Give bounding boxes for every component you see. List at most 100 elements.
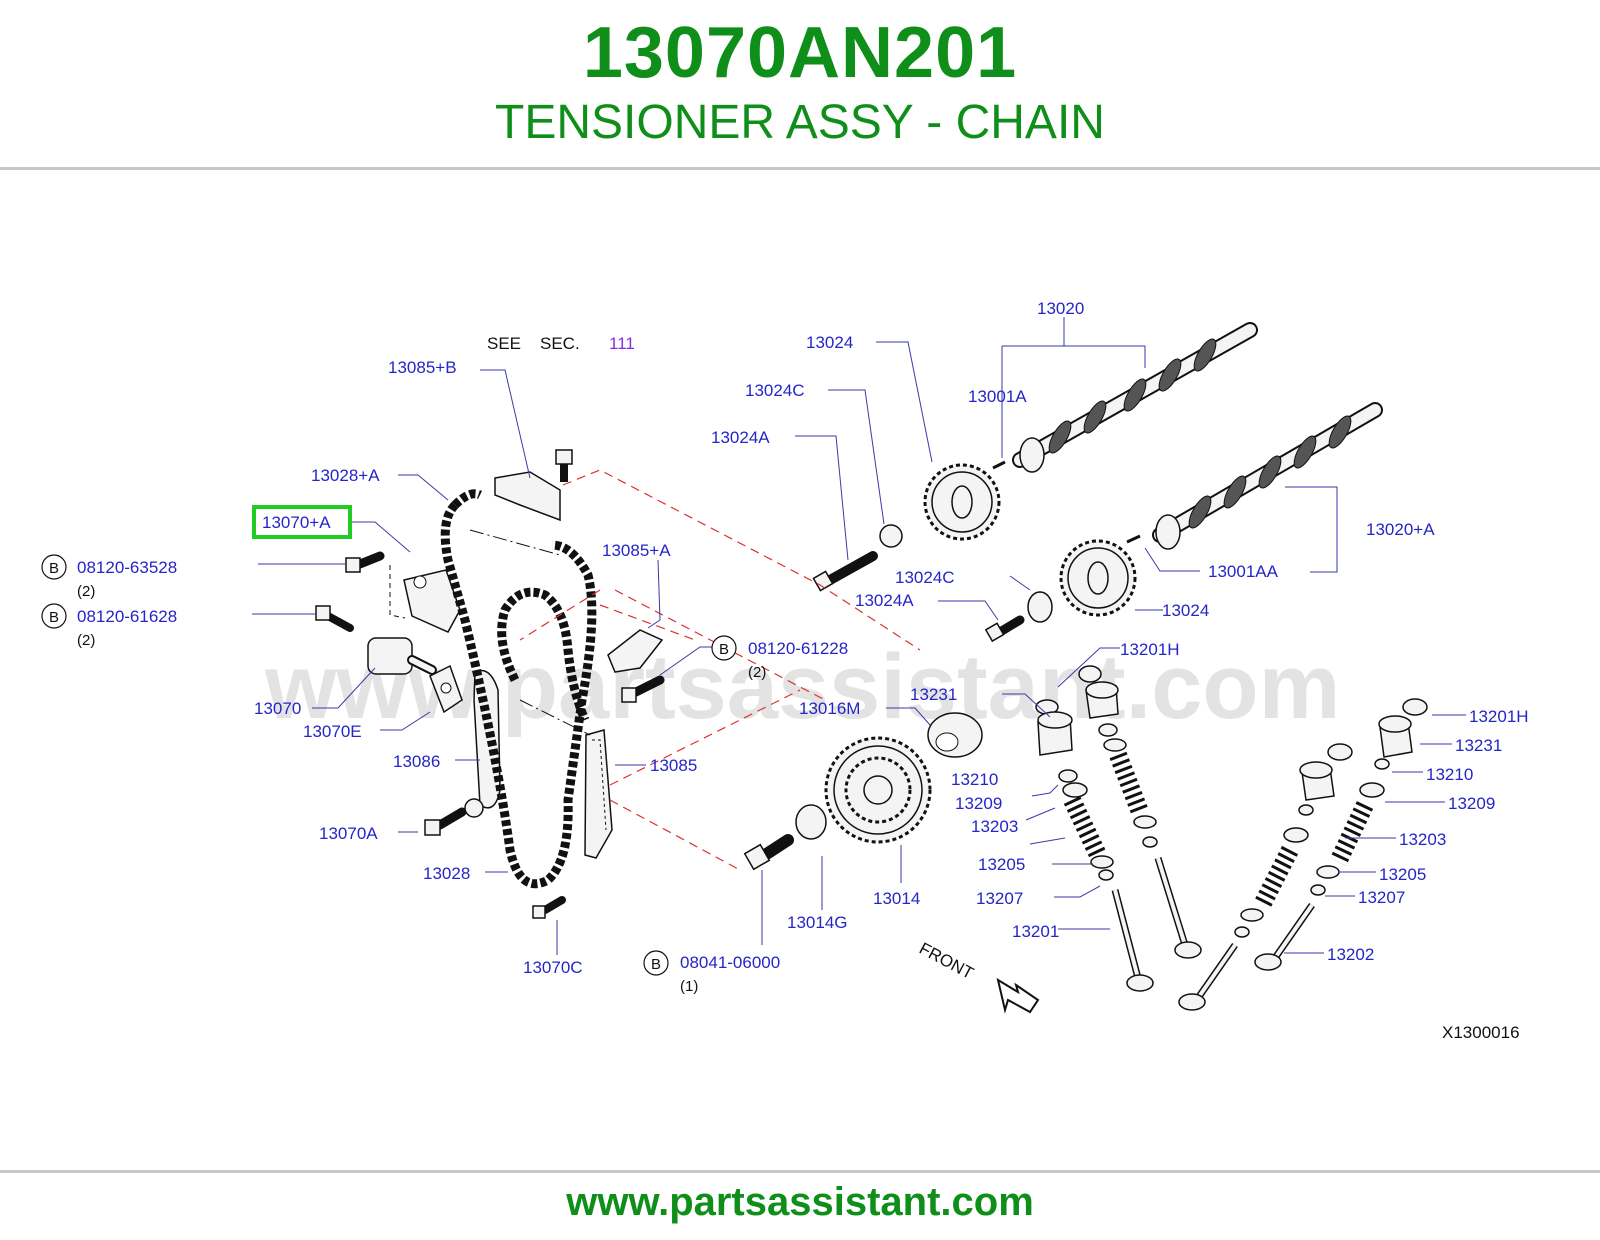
label-08120-63528[interactable]: 08120-63528: [77, 558, 177, 577]
label-13209-b[interactable]: 13209: [1448, 794, 1495, 813]
header-divider: [0, 167, 1600, 170]
qty-08120-61628: (2): [77, 632, 95, 649]
label-13205-a[interactable]: 13205: [978, 855, 1025, 874]
valve-set-b2[interactable]: [1178, 743, 1353, 1011]
label-13207-b[interactable]: 13207: [1358, 888, 1405, 907]
label-13231-b[interactable]: 13231: [1455, 736, 1502, 755]
label-13209-a[interactable]: 13209: [955, 794, 1002, 813]
label-13014[interactable]: 13014: [873, 889, 920, 908]
label-13085[interactable]: 13085: [650, 756, 697, 775]
label-13070e[interactable]: 13070E: [303, 722, 362, 741]
idler-hub-13016m[interactable]: [927, 712, 983, 758]
b-marker-4: B: [643, 950, 669, 976]
tensioner-bracket-13070a-plus[interactable]: [403, 569, 461, 633]
tensioner-gasket-13070e[interactable]: [429, 664, 463, 714]
label-13001a[interactable]: 13001A: [968, 387, 1027, 406]
washer-13024c-lower[interactable]: [1027, 591, 1053, 623]
upper-guide-13085b[interactable]: [494, 471, 561, 522]
label-13070a[interactable]: 13070A: [319, 824, 378, 843]
diagram-code: X1300016: [1442, 1023, 1520, 1042]
label-13016m[interactable]: 13016M: [799, 699, 860, 718]
cam-sprocket-upper[interactable]: [923, 463, 1001, 541]
dowel-pin-13001a[interactable]: [992, 460, 1006, 470]
label-13086[interactable]: 13086: [393, 752, 440, 771]
label-13207-a[interactable]: 13207: [976, 889, 1023, 908]
label-13024a-top[interactable]: 13024A: [711, 428, 770, 447]
label-08041-06000[interactable]: 08041-06000: [680, 953, 780, 972]
label-13070a-plus-highlighted[interactable]: 13070+A: [262, 513, 331, 532]
bolt-08120-61228[interactable]: [621, 675, 665, 703]
qty-08041-06000: (1): [680, 978, 698, 995]
primary-timing-chain[interactable]: [440, 501, 597, 889]
highlight-box: [252, 505, 352, 539]
bolt-13024a-upper[interactable]: [812, 551, 878, 592]
see-text: SEE: [487, 334, 521, 353]
qty-08120-63528: (2): [77, 583, 95, 600]
part-number-title: 13070AN201: [582, 13, 1018, 93]
bolt-08041-06000[interactable]: [743, 834, 794, 871]
label-13210-b[interactable]: 13210: [1426, 765, 1473, 784]
label-13024-mid[interactable]: 13024: [1162, 601, 1209, 620]
label-13001aa[interactable]: 13001AA: [1208, 562, 1279, 581]
b-marker-1: B: [41, 554, 67, 580]
label-13203-b[interactable]: 13203: [1399, 830, 1446, 849]
valve-set-a2[interactable]: [1078, 665, 1202, 959]
label-13070c[interactable]: 13070C: [523, 958, 583, 977]
b-marker-2: B: [41, 603, 67, 629]
label-13024c-mid[interactable]: 13024C: [895, 568, 955, 587]
bolt-13070c[interactable]: [532, 896, 566, 919]
bolt-13070a[interactable]: [424, 807, 467, 836]
leader-lines: [252, 317, 1466, 955]
idler-sprocket-13014[interactable]: [824, 736, 932, 844]
sec-number-111[interactable]: 111: [609, 334, 635, 353]
label-13085b[interactable]: 13085+B: [388, 358, 457, 377]
label-13201h-a[interactable]: 13201H: [1120, 640, 1180, 659]
label-13024c-top[interactable]: 13024C: [745, 381, 805, 400]
footer-divider: [0, 1170, 1600, 1173]
label-13020a[interactable]: 13020+A: [1366, 520, 1435, 539]
dowel-pin-13001aa[interactable]: [1126, 534, 1141, 544]
exploded-parts-diagram: www.partsassistant.com: [41, 299, 1529, 1042]
bolt-08120-61628[interactable]: [315, 605, 354, 632]
label-13231-a[interactable]: 13231: [910, 685, 957, 704]
washer-13014g[interactable]: [795, 804, 827, 840]
bolt-13024a-lower[interactable]: [984, 615, 1025, 643]
bolt-sec-111[interactable]: [555, 449, 573, 482]
svg-text:FRONT: FRONT: [916, 939, 977, 983]
label-13203-a[interactable]: 13203: [971, 817, 1018, 836]
label-13201[interactable]: 13201: [1012, 922, 1059, 941]
valve-set-b[interactable]: [1254, 698, 1428, 971]
valve-set-a[interactable]: [1035, 699, 1154, 992]
svg-text:B: B: [49, 560, 59, 577]
label-13070[interactable]: 13070: [254, 699, 301, 718]
label-13014g[interactable]: 13014G: [787, 913, 848, 932]
chain-guide-13085a-plus[interactable]: [607, 629, 664, 673]
label-13028[interactable]: 13028: [423, 864, 470, 883]
svg-text:B: B: [719, 641, 729, 658]
label-13024a-mid[interactable]: 13024A: [855, 591, 914, 610]
label-13020[interactable]: 13020: [1037, 299, 1084, 318]
label-13028a[interactable]: 13028+A: [311, 466, 380, 485]
secondary-timing-chain[interactable]: [497, 587, 590, 722]
sec-text: SEC.: [540, 334, 580, 353]
label-08120-61628[interactable]: 08120-61628: [77, 607, 177, 626]
label-13202[interactable]: 13202: [1327, 945, 1374, 964]
bolt-08120-63528[interactable]: [345, 551, 385, 573]
tension-guide-13085[interactable]: [584, 729, 613, 859]
label-13024-top[interactable]: 13024: [806, 333, 853, 352]
label-08120-61228[interactable]: 08120-61228: [748, 639, 848, 658]
washer-13024c-upper[interactable]: [879, 524, 903, 548]
label-13205-b[interactable]: 13205: [1379, 865, 1426, 884]
part-name-title: TENSIONER ASSY - CHAIN: [495, 96, 1105, 149]
svg-text:B: B: [49, 609, 59, 626]
label-13085a-plus[interactable]: 13085+A: [602, 541, 671, 560]
b-marker-3: B: [711, 635, 737, 661]
chain-tensioner-13070[interactable]: [367, 637, 437, 675]
svg-text:B: B: [651, 956, 661, 973]
footer-url[interactable]: www.partsassistant.com: [566, 1180, 1034, 1224]
cam-sprocket-lower[interactable]: [1059, 539, 1137, 617]
camshaft-upper[interactable]: [1012, 322, 1258, 473]
label-13201h-b[interactable]: 13201H: [1469, 707, 1529, 726]
camshaft-lower[interactable]: [1152, 402, 1383, 550]
label-13210-a[interactable]: 13210: [951, 770, 998, 789]
